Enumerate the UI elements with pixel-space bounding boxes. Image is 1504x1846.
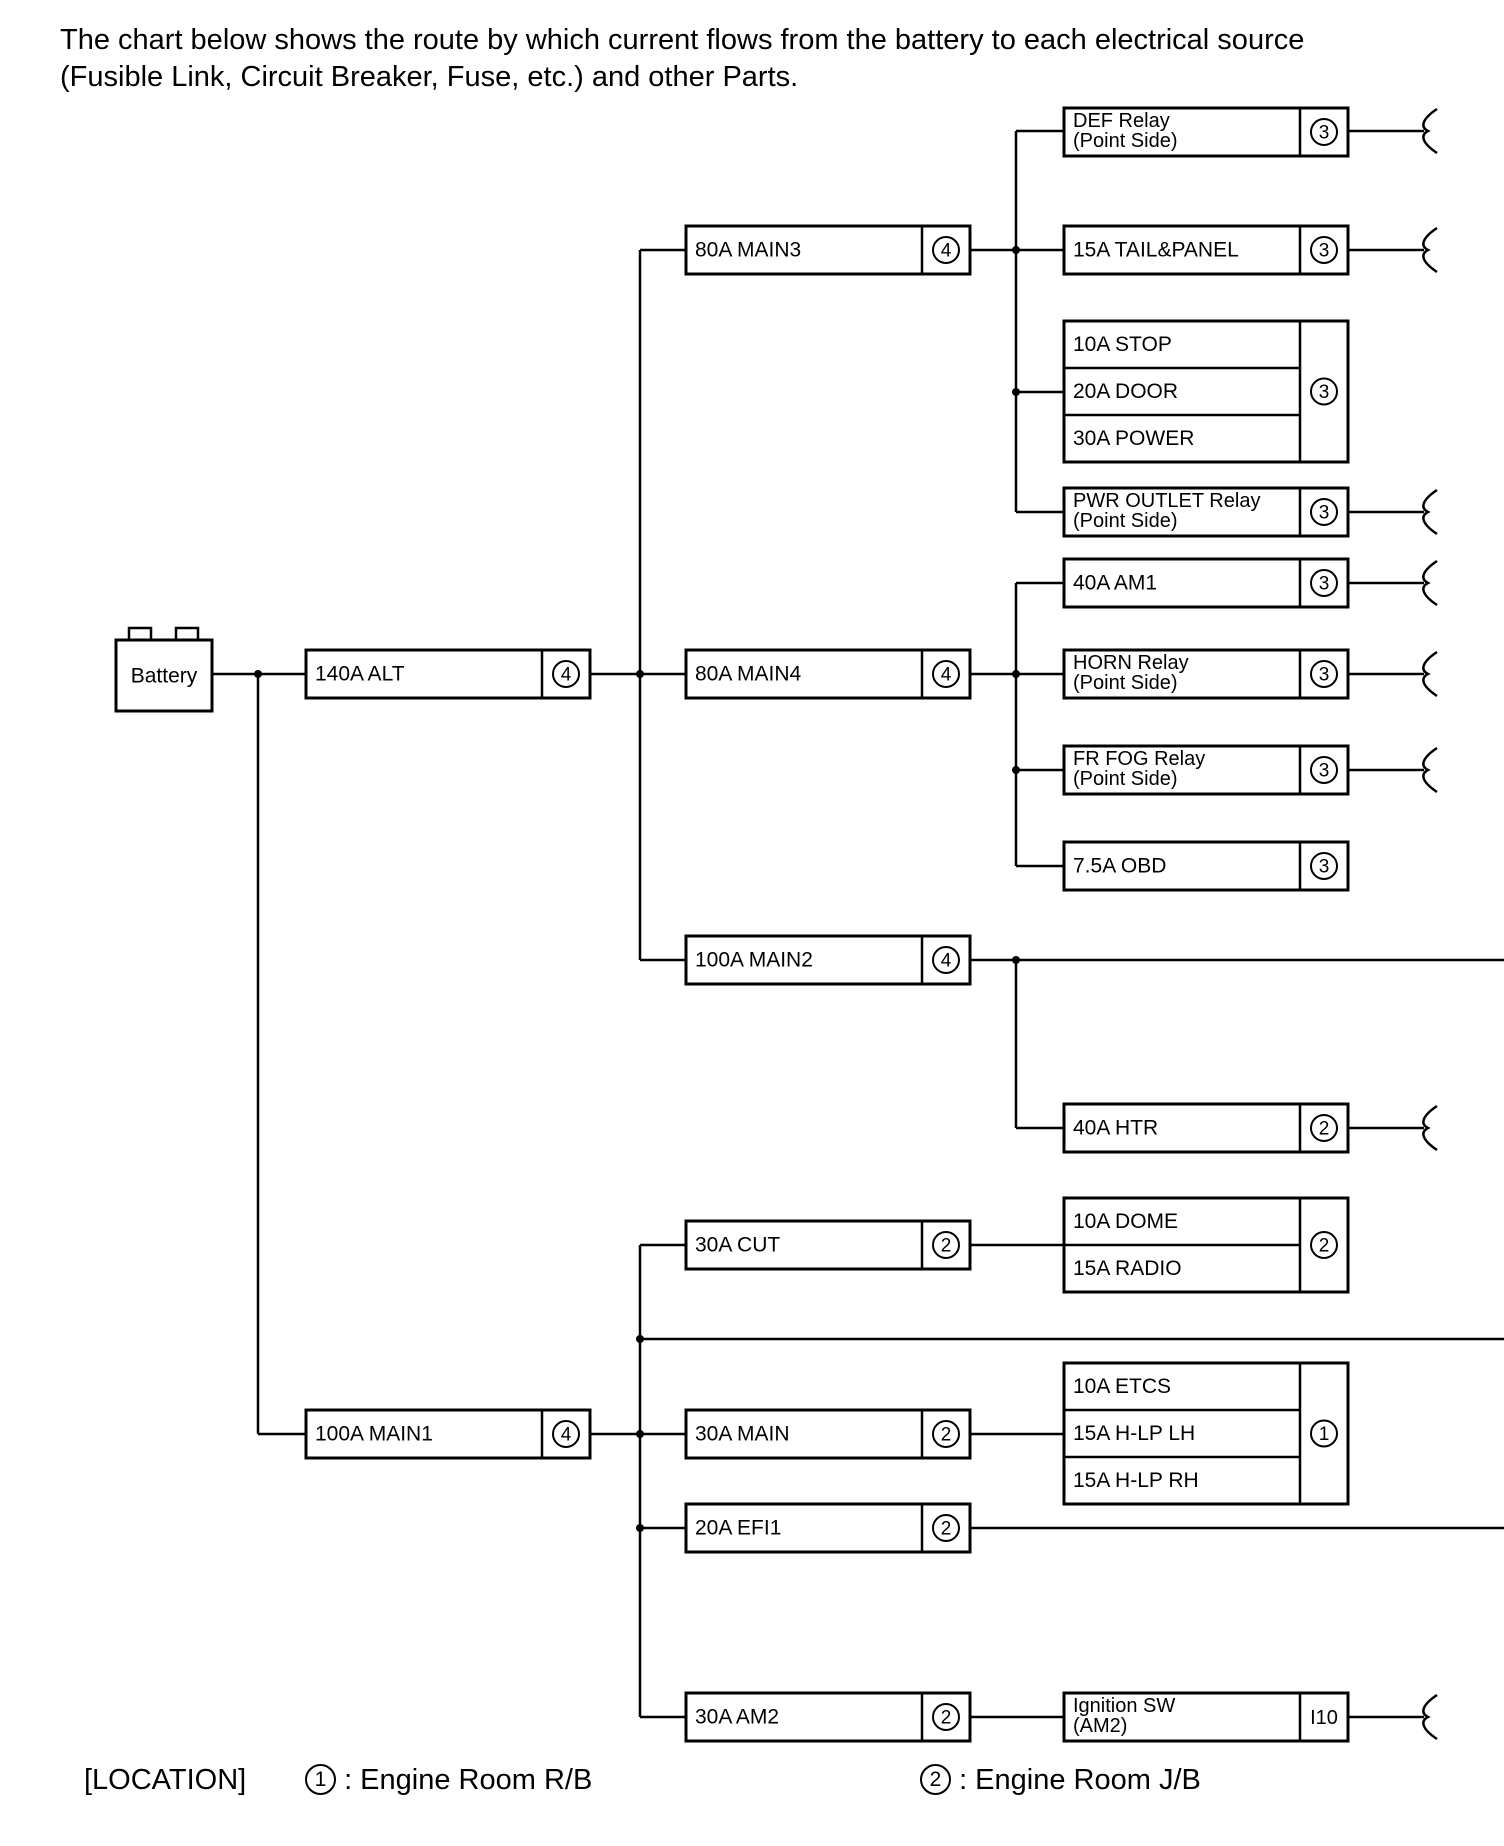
continuation-mark — [1422, 226, 1438, 274]
load-pwr-label-1: PWR OUTLET Relay — [1073, 490, 1260, 512]
load-hlplh-label: 15A H-LP LH — [1073, 1422, 1195, 1445]
location-circle — [1310, 498, 1338, 526]
load-fog-label-2: (Point Side) — [1073, 768, 1178, 790]
location-circle — [932, 1420, 960, 1448]
fusible-link-main2-location: 4 — [941, 951, 952, 972]
location-circle — [1310, 756, 1338, 784]
fusible-link-efi1-location: 2 — [941, 1519, 952, 1540]
location-circle — [932, 946, 960, 974]
location-circle — [932, 1514, 960, 1542]
continuation-mark — [1422, 488, 1438, 536]
load-tail-location: 3 — [1319, 241, 1330, 262]
load-def-label-1: DEF Relay — [1073, 110, 1170, 132]
intro-text: The chart below shows the route by which… — [60, 22, 1460, 96]
fusible-link-main4-location: 4 — [941, 665, 952, 686]
load-stop-label: 10A STOP — [1073, 333, 1172, 356]
location-item-2: 2 : Engine Room J/B — [920, 1762, 1201, 1798]
location-circle — [932, 236, 960, 264]
continuation-mark — [1422, 1104, 1438, 1152]
fusible-link-alt-location: 4 — [561, 665, 572, 686]
continuation-mark — [1422, 559, 1438, 607]
fusible-link-main1-label: 100A MAIN1 — [315, 1423, 433, 1446]
load-pwr-location: 3 — [1319, 503, 1330, 524]
fusible-link-cut-label: 30A CUT — [695, 1234, 780, 1257]
location-circle — [552, 660, 580, 688]
load-htr-location: 2 — [1319, 1119, 1330, 1140]
fuse-group-dome-radio-location: 2 — [1319, 1236, 1330, 1257]
load-tail-label: 15A TAIL&PANEL — [1073, 239, 1239, 262]
location-circle — [1310, 1419, 1338, 1448]
location-text-1: : Engine Room R/B — [344, 1764, 593, 1796]
location-number-2: 2 — [920, 1764, 951, 1795]
load-dome-label: 10A DOME — [1073, 1210, 1178, 1233]
load-ign-label-2: (AM2) — [1073, 1715, 1127, 1737]
location-circle — [552, 1420, 580, 1448]
load-fog-label-1: FR FOG Relay — [1073, 748, 1205, 770]
load-radio-label: 15A RADIO — [1073, 1257, 1182, 1280]
location-circle — [1310, 1114, 1338, 1142]
location-circle — [1310, 118, 1338, 146]
location-number-1: 1 — [305, 1764, 336, 1795]
load-etcs-label: 10A ETCS — [1073, 1375, 1171, 1398]
load-htr-label: 40A HTR — [1073, 1117, 1158, 1140]
location-item-1: 1 : Engine Room R/B — [305, 1762, 592, 1798]
fuse-group-stop-door-power-location: 3 — [1319, 382, 1330, 403]
location-text-2: : Engine Room J/B — [959, 1764, 1201, 1796]
location-circle — [1310, 660, 1338, 688]
continuation-mark — [1422, 746, 1438, 794]
location-circle — [1310, 236, 1338, 264]
load-horn-label-2: (Point Side) — [1073, 672, 1178, 694]
load-pwr-label-2: (Point Side) — [1073, 510, 1178, 532]
fusible-link-efi1-label: 20A EFI1 — [695, 1517, 781, 1540]
load-obd-location: 3 — [1319, 857, 1330, 878]
fusible-link-main1-location: 4 — [561, 1425, 572, 1446]
load-power-label: 30A POWER — [1073, 427, 1194, 450]
location-circle — [1310, 1231, 1338, 1259]
load-am1-label: 40A AM1 — [1073, 572, 1157, 595]
continuation-mark — [1422, 650, 1438, 698]
load-horn-location: 3 — [1319, 665, 1330, 686]
load-am1-location: 3 — [1319, 574, 1330, 595]
load-obd-label: 7.5A OBD — [1073, 855, 1166, 878]
fusible-link-am2-label: 30A AM2 — [695, 1706, 779, 1729]
fusible-link-main-location: 2 — [941, 1425, 952, 1446]
location-circle — [1310, 852, 1338, 880]
battery-body — [114, 638, 214, 713]
fusible-link-main2-label: 100A MAIN2 — [695, 949, 813, 972]
fusible-link-alt-label: 140A ALT — [315, 663, 405, 686]
fusible-link-main-label: 30A MAIN — [695, 1423, 790, 1446]
fusible-link-main3-location: 4 — [941, 241, 952, 262]
load-horn-label-1: HORN Relay — [1073, 652, 1189, 674]
location-heading: [LOCATION] — [84, 1764, 247, 1796]
load-def-label-2: (Point Side) — [1073, 130, 1178, 152]
location-circle — [1310, 377, 1338, 406]
fusible-link-main4-label: 80A MAIN4 — [695, 663, 802, 686]
fusible-link-am2-location: 2 — [941, 1708, 952, 1729]
fusible-link-main3-label: 80A MAIN3 — [695, 239, 801, 262]
continuation-mark — [1422, 107, 1438, 155]
battery-label: Battery — [131, 665, 198, 688]
load-ign-label-1: Ignition SW — [1073, 1695, 1175, 1717]
load-ign-location: I10 — [1310, 1707, 1338, 1729]
load-hlprh-label: 15A H-LP RH — [1073, 1469, 1199, 1492]
fusible-link-cut-location: 2 — [941, 1236, 952, 1257]
continuation-mark — [1422, 1693, 1438, 1741]
location-circle — [1310, 569, 1338, 597]
intro-line-1: The chart below shows the route by which… — [60, 24, 1305, 56]
load-def-location: 3 — [1319, 123, 1330, 144]
load-door-label: 20A DOOR — [1073, 380, 1178, 403]
location-circle — [932, 1231, 960, 1259]
location-circle — [932, 1703, 960, 1731]
load-fog-location: 3 — [1319, 761, 1330, 782]
intro-line-2: (Fusible Link, Circuit Breaker, Fuse, et… — [60, 61, 799, 93]
fuse-group-etcs-headlamps-location: 1 — [1319, 1424, 1330, 1445]
location-circle — [932, 660, 960, 688]
